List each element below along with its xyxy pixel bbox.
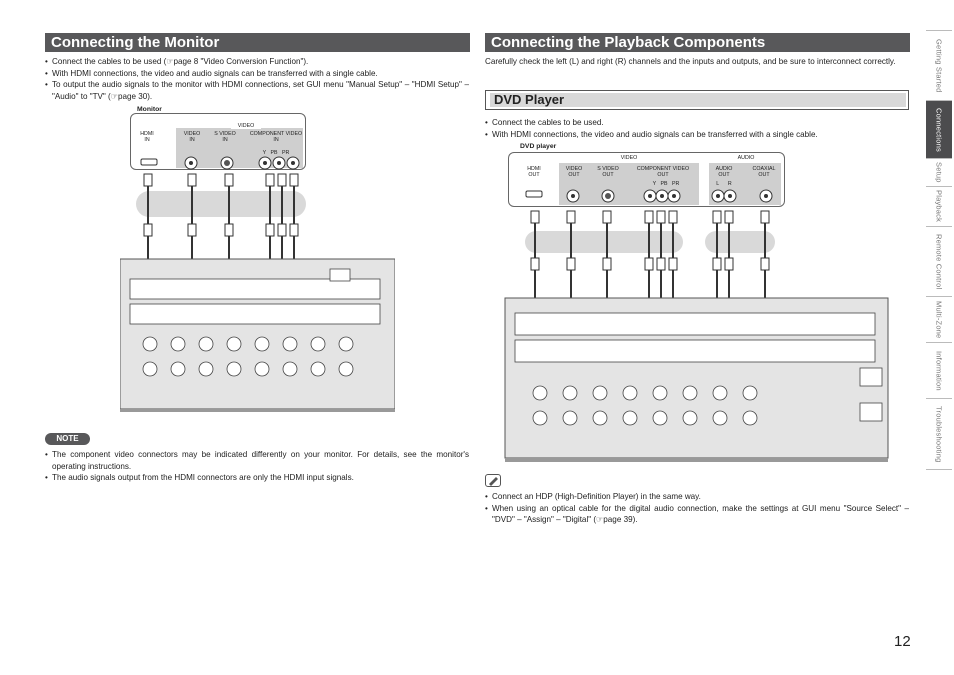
tab-getting-started[interactable]: Getting Started bbox=[926, 30, 952, 100]
list-item: To output the audio signals to the monit… bbox=[45, 79, 469, 102]
dvd-cables bbox=[504, 210, 889, 462]
audio-out-label: AUDIO OUT bbox=[715, 166, 733, 178]
audio-group-label: AUDIO bbox=[731, 155, 761, 161]
dvd-player-device: HDMI OUT VIDEO OUT S VIDEO OUT COMPONENT… bbox=[508, 152, 785, 207]
page-number: 12 bbox=[894, 633, 911, 650]
dvd-connection-diagram: HDMI OUT VIDEO OUT S VIDEO OUT COMPONENT… bbox=[500, 143, 890, 468]
tab-multi-zone[interactable]: Multi-Zone bbox=[926, 296, 952, 342]
memo-pencil-icon bbox=[485, 474, 501, 487]
video-in-label: VIDEO IN bbox=[183, 131, 201, 143]
component-sub-label: Y PB PR bbox=[262, 150, 290, 156]
list-item: The component video connectors may be in… bbox=[45, 449, 469, 472]
tab-remote-control[interactable]: Remote Control bbox=[926, 226, 952, 296]
dvd-instructions: Connect the cables to be used. With HDMI… bbox=[485, 117, 909, 140]
hdmi-out-label: HDMI OUT bbox=[527, 166, 541, 178]
dvd-connectors bbox=[525, 189, 773, 203]
tab-information[interactable]: Information bbox=[926, 342, 952, 398]
monitor-device: HDMI IN VIDEO IN S VIDEO IN COMPONENT VI… bbox=[130, 113, 306, 170]
monitor-notes: The component video connectors may be in… bbox=[45, 449, 469, 484]
subsection-dvd-player: DVD Player bbox=[485, 90, 909, 110]
section-title-monitor: Connecting the Monitor bbox=[45, 33, 470, 52]
svideo-out-label: S VIDEO OUT bbox=[597, 166, 619, 178]
coaxial-out-label: COAXIAL OUT bbox=[752, 166, 776, 178]
monitor-instructions: Connect the cables to be used (☞page 8 "… bbox=[45, 56, 469, 102]
monitor-label: Monitor bbox=[135, 106, 164, 113]
list-item: With HDMI connections, the video and aud… bbox=[45, 68, 469, 80]
video-out-label: VIDEO OUT bbox=[565, 166, 583, 178]
component-in-label: COMPONENT VIDEO IN bbox=[249, 131, 303, 143]
list-item: The audio signals output from the HDMI c… bbox=[45, 472, 469, 484]
tab-playback[interactable]: Playback bbox=[926, 186, 952, 226]
monitor-connectors bbox=[140, 156, 300, 170]
tab-setup[interactable]: Setup bbox=[926, 158, 952, 186]
tab-troubleshooting[interactable]: Troubleshooting bbox=[926, 398, 952, 470]
list-item: Connect an HDP (High-Definition Player) … bbox=[485, 491, 909, 503]
list-item: With HDMI connections, the video and aud… bbox=[485, 129, 909, 141]
list-item: Connect the cables to be used. bbox=[485, 117, 909, 129]
list-item: Connect the cables to be used (☞page 8 "… bbox=[45, 56, 469, 68]
tab-connections[interactable]: Connections bbox=[926, 100, 952, 158]
svideo-in-label: S VIDEO IN bbox=[214, 131, 236, 143]
section-title-playback: Connecting the Playback Components bbox=[485, 33, 910, 52]
dvd-tips: Connect an HDP (High-Definition Player) … bbox=[485, 491, 909, 526]
list-item: When using an optical cable for the digi… bbox=[485, 503, 909, 526]
monitor-cables bbox=[120, 173, 395, 412]
component-sub-label: Y PB PR bbox=[652, 181, 680, 187]
video-group-label: VIDEO bbox=[614, 155, 644, 161]
component-out-label: COMPONENT VIDEO OUT bbox=[636, 166, 690, 178]
audio-sub-label: L R bbox=[716, 181, 732, 187]
dvd-player-label: DVD player bbox=[518, 143, 559, 150]
video-group-label: VIDEO bbox=[231, 123, 261, 129]
playback-intro: Carefully check the left (L) and right (… bbox=[485, 57, 896, 66]
hdmi-in-label: HDMI IN bbox=[140, 131, 154, 143]
note-badge: NOTE bbox=[45, 433, 90, 445]
monitor-connection-diagram: HDMI IN VIDEO IN S VIDEO IN COMPONENT VI… bbox=[120, 104, 395, 424]
